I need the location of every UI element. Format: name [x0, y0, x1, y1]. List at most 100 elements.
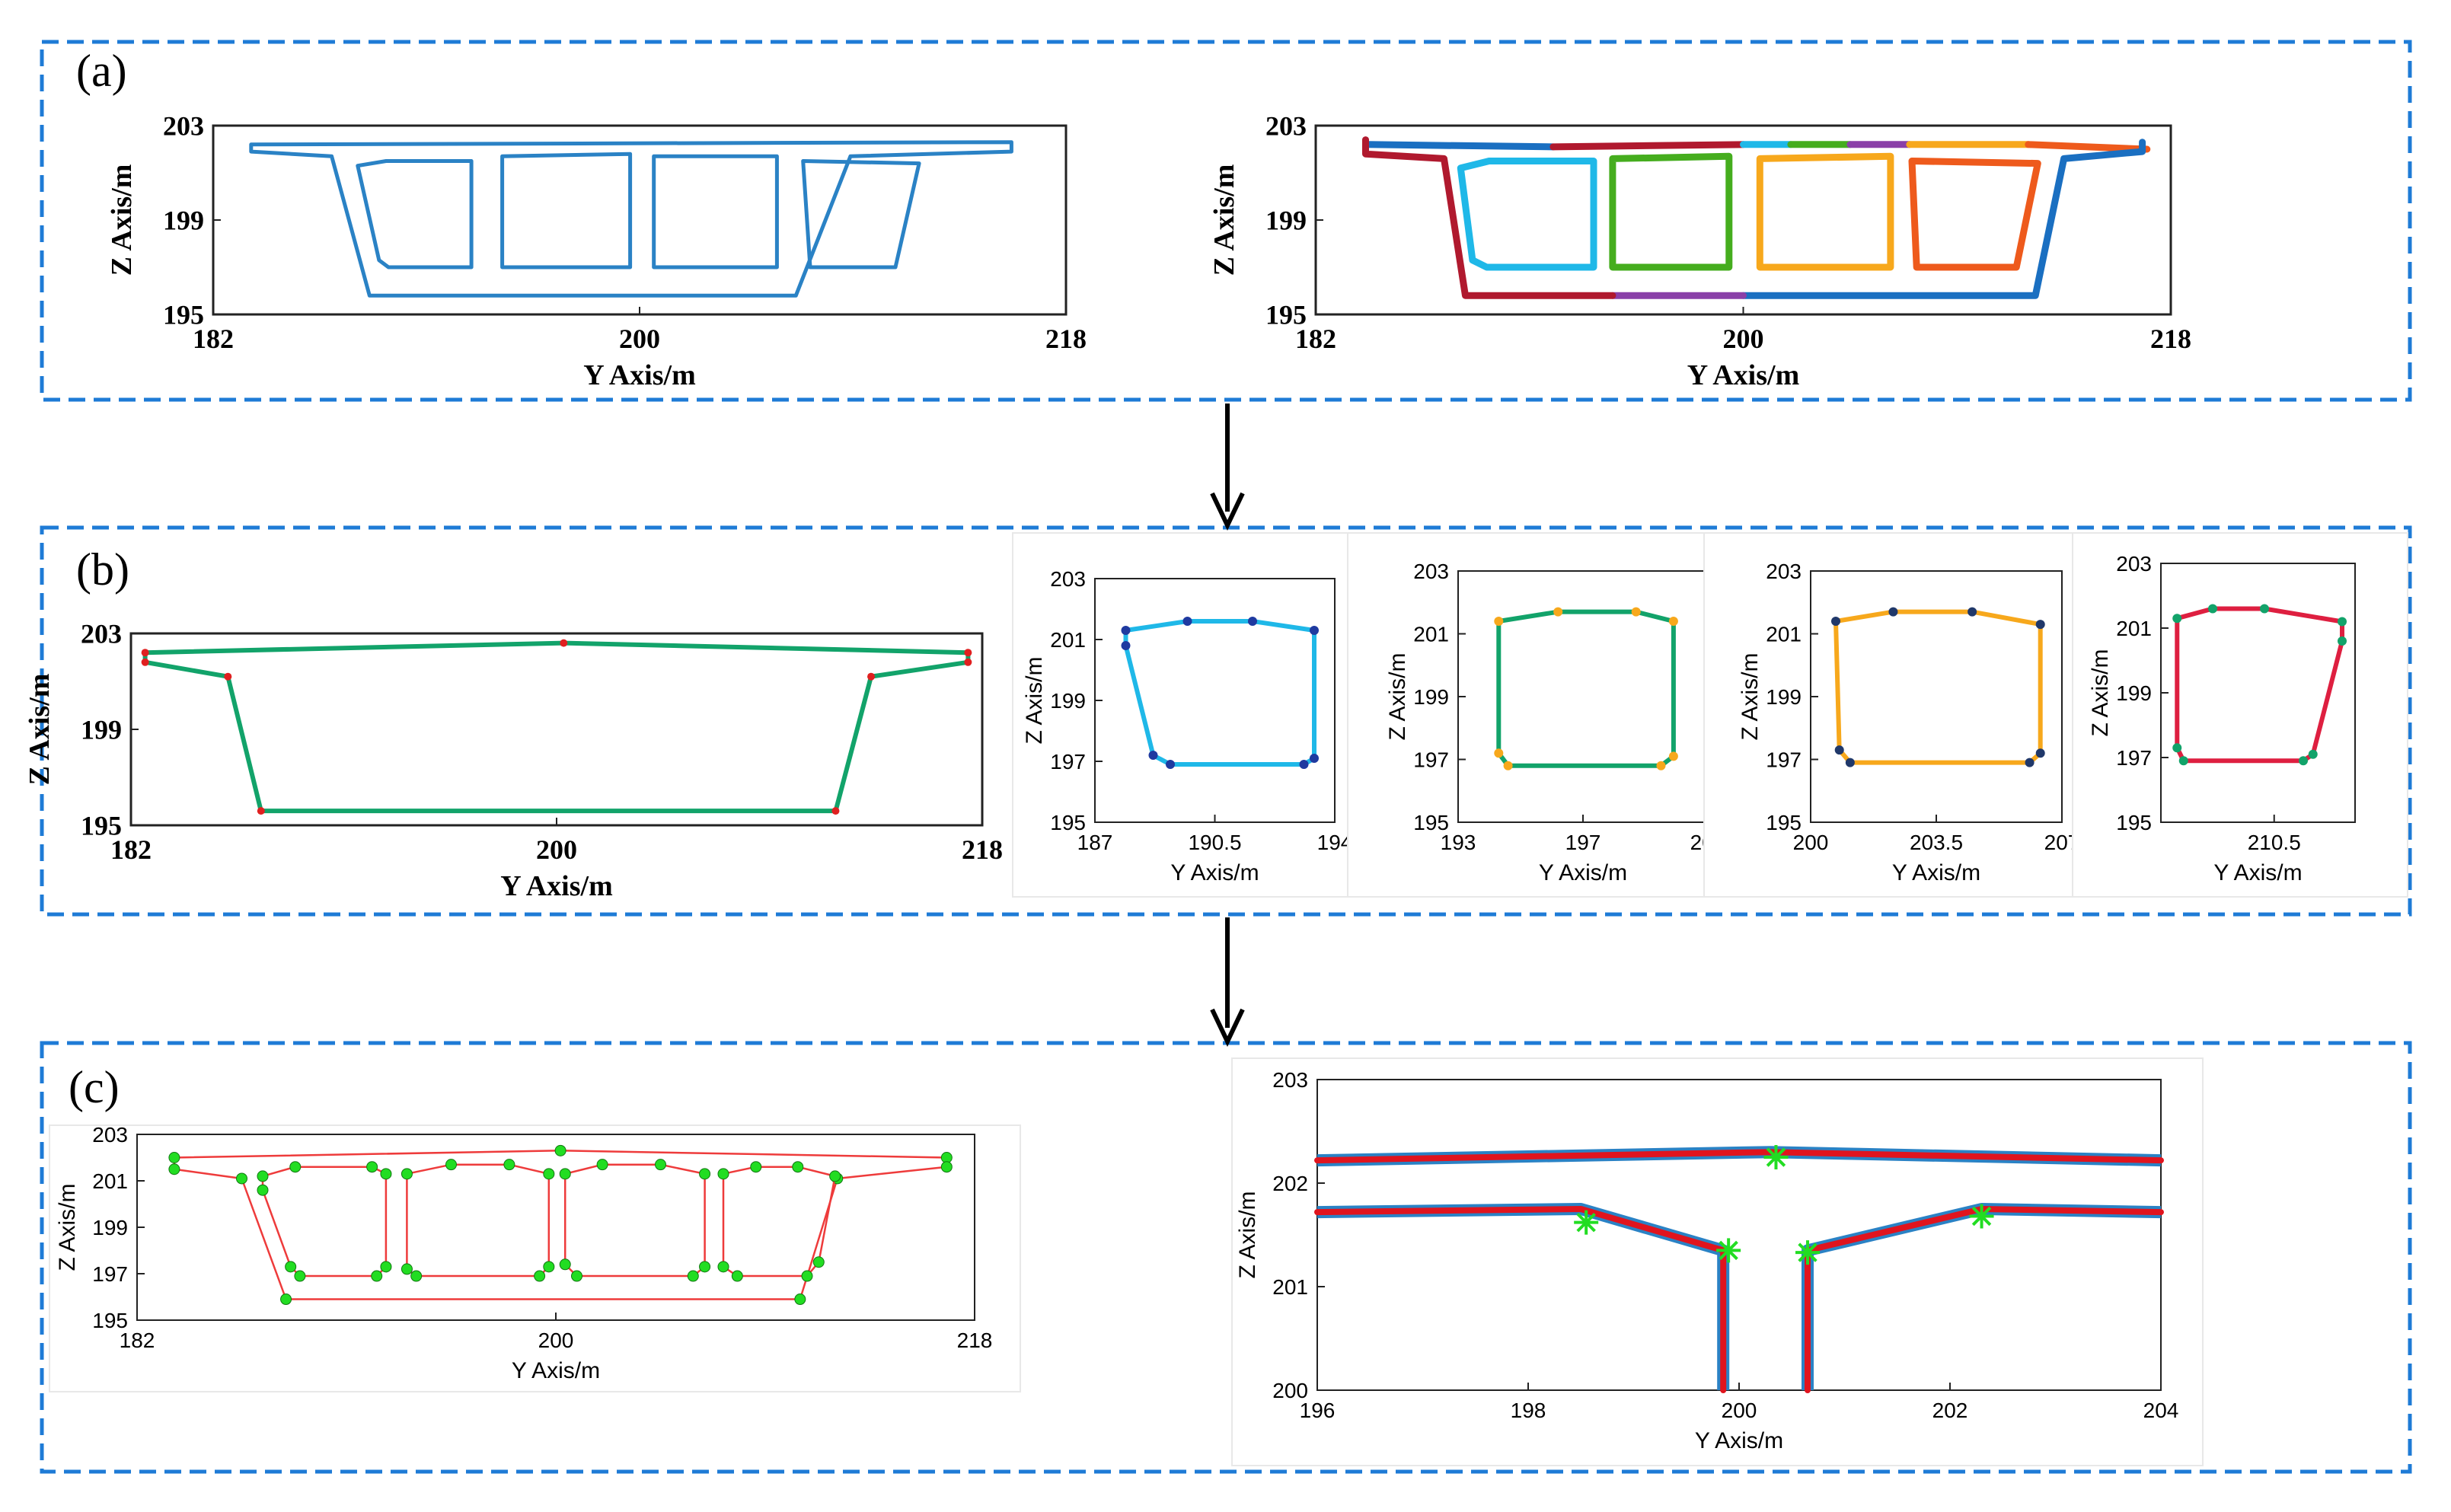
series-line [801, 159, 921, 270]
y-tick-label: 199 [1766, 685, 1802, 709]
x-tick-label: 218 [2150, 324, 2191, 354]
y-axis-label: Z Axis/m [1022, 656, 1047, 744]
data-point [1668, 751, 1678, 761]
y-tick-label: 203 [92, 1123, 128, 1147]
x-tick-label: 194 [1317, 831, 1353, 854]
y-tick-label: 201 [1272, 1275, 1308, 1299]
x-axis-label: Y Axis/m [1892, 860, 1980, 885]
data-point [559, 1168, 571, 1180]
series-line [2025, 141, 2151, 153]
data-point [571, 1270, 582, 1282]
feature-point-asterisk [1795, 1240, 1821, 1265]
data-point [867, 672, 876, 681]
series-line [1908, 158, 2041, 271]
data-point [1888, 607, 1898, 617]
data-point [257, 807, 265, 815]
data-point [717, 1168, 729, 1180]
x-axis-label: Y Axis/m [512, 1358, 600, 1383]
data-point [2172, 743, 2182, 753]
chart-card [1347, 532, 1705, 898]
data-point [1668, 617, 1678, 626]
data-point [831, 807, 840, 815]
data-point [1656, 761, 1666, 770]
x-tick-label: 203.5 [1910, 831, 1963, 854]
x-tick-label: 200 [1722, 1399, 1757, 1422]
panel-label-c: (c) [69, 1062, 120, 1112]
data-point [2260, 604, 2269, 614]
data-point [2025, 758, 2035, 767]
data-point [964, 658, 972, 666]
data-point [543, 1168, 555, 1180]
series-line [2175, 606, 2344, 764]
data-point [380, 1168, 392, 1180]
y-axis-label: Z Axis/m [106, 164, 138, 276]
y-tick-label: 203 [1766, 560, 1802, 583]
y-tick-label: 199 [92, 1216, 128, 1239]
y-tick-label: 195 [81, 811, 122, 841]
data-point [380, 1261, 392, 1273]
data-point [2338, 636, 2347, 646]
chart-card [2072, 532, 2408, 898]
data-point [801, 1270, 813, 1282]
data-point [687, 1270, 699, 1282]
data-point [2035, 748, 2045, 758]
data-point [1834, 745, 1844, 755]
x-tick-label: 190.5 [1188, 831, 1241, 854]
x-tick-label: 182 [110, 834, 152, 865]
data-point [554, 1144, 566, 1156]
y-tick-label: 200 [1272, 1379, 1308, 1402]
y-tick-label: 199 [1413, 685, 1449, 709]
y-tick-label: 203 [1050, 567, 1086, 591]
y-tick-label: 199 [1050, 689, 1086, 713]
data-point [559, 1258, 571, 1271]
data-point [699, 1261, 711, 1273]
data-point [717, 1261, 729, 1273]
x-tick-label: 197 [1565, 831, 1601, 854]
data-point [1968, 607, 1977, 617]
data-point [2308, 749, 2318, 759]
data-point [289, 1161, 302, 1173]
feature-point-asterisk [1716, 1238, 1741, 1263]
y-axis-label: Z Axis/m [24, 674, 56, 786]
data-point [1310, 754, 1319, 763]
series-line [1362, 136, 1616, 299]
data-point [371, 1270, 383, 1282]
y-tick-label: 197 [2116, 746, 2152, 770]
data-point [2338, 617, 2347, 627]
data-point [2299, 756, 2308, 766]
data-point [940, 1161, 953, 1173]
data-point [596, 1159, 608, 1171]
y-tick-label: 201 [1050, 628, 1086, 652]
feature-point-asterisk [1574, 1210, 1599, 1235]
data-point [699, 1168, 711, 1180]
y-tick-label: 199 [1265, 206, 1307, 236]
panel-b-frame [40, 525, 2412, 917]
series-line [1123, 619, 1316, 767]
series-line [500, 152, 633, 270]
y-tick-label: 203 [2116, 552, 2152, 576]
data-point [731, 1270, 743, 1282]
x-tick-label: 198 [1511, 1399, 1546, 1422]
data-point [280, 1293, 292, 1306]
data-point [1148, 751, 1158, 760]
x-tick-label: 218 [957, 1329, 993, 1352]
x-axis-label: Y Axis/m [1687, 359, 1799, 391]
data-point [1310, 626, 1319, 635]
data-point [1248, 617, 1257, 626]
series-line [1609, 152, 1733, 271]
data-point [964, 649, 972, 657]
arrow-a-to-b [1210, 404, 1245, 531]
data-point [1845, 758, 1855, 767]
series-line [652, 154, 779, 270]
x-tick-label: 200 [538, 1329, 574, 1352]
y-axis-label: Z Axis/m [1738, 652, 1763, 740]
data-point [1166, 760, 1175, 769]
data-point [401, 1168, 413, 1180]
data-point [2035, 620, 2045, 630]
x-tick-label: 204 [2143, 1399, 2179, 1422]
data-point [445, 1159, 457, 1171]
data-point [829, 1170, 841, 1182]
